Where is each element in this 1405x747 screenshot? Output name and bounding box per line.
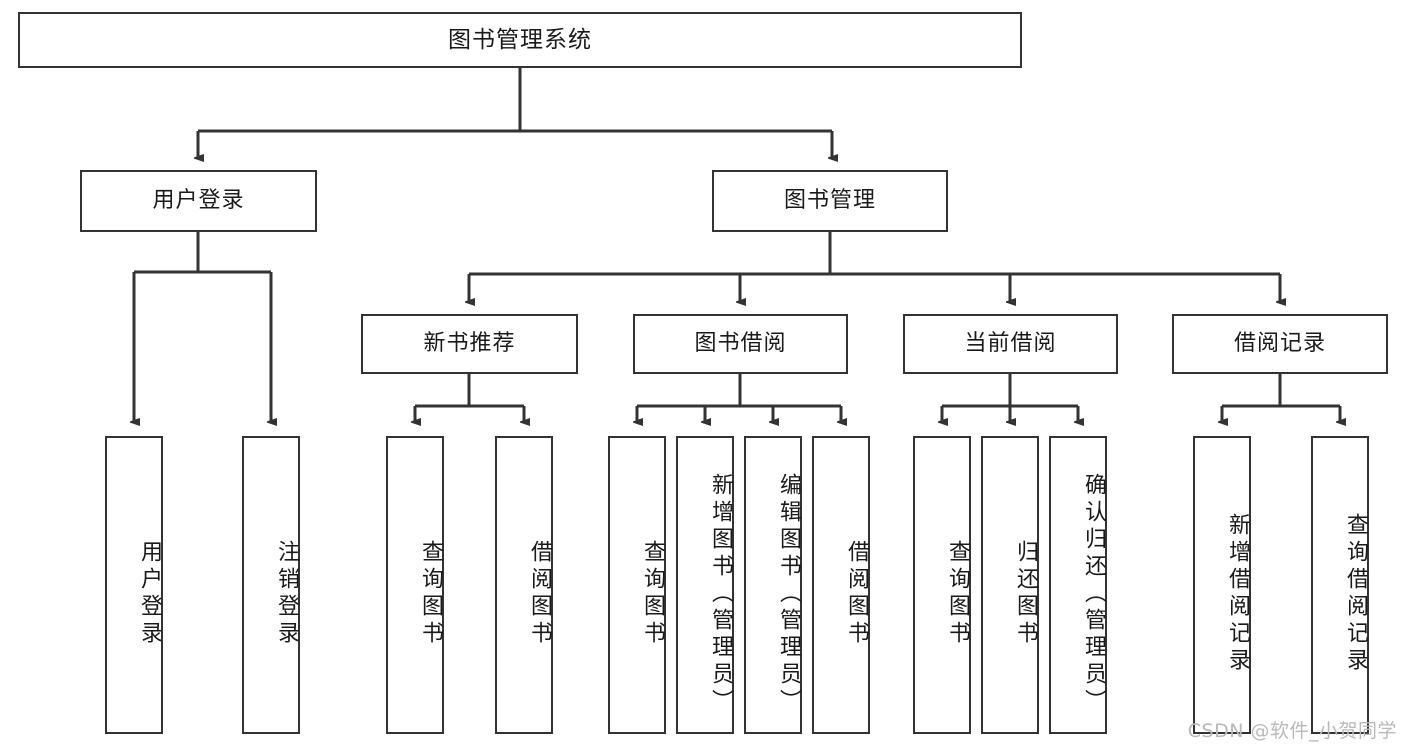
leaf-borrow-book-recommend[interactable]: 借阅图书 bbox=[495, 436, 553, 734]
leaf-query-book-borrow[interactable]: 查询图书 bbox=[608, 436, 666, 734]
node-label: 借阅图书 bbox=[527, 540, 552, 648]
leaf-edit-book-admin[interactable]: 编辑图书（管理员） bbox=[744, 436, 802, 734]
leaf-add-borrow-record[interactable]: 新增借阅记录 bbox=[1193, 436, 1251, 734]
leaf-query-book-current[interactable]: 查询图书 bbox=[913, 436, 971, 734]
leaf-user-login[interactable]: 用户登录 bbox=[105, 436, 163, 734]
node-label: 用户登录 bbox=[152, 188, 245, 213]
node-label: 确认归还（管理员） bbox=[1081, 472, 1106, 716]
node-label: 查询图书 bbox=[640, 540, 665, 648]
leaf-query-borrow-record[interactable]: 查询借阅记录 bbox=[1311, 436, 1369, 734]
node-label: 图书管理 bbox=[783, 188, 876, 213]
node-label: 新增借阅记录 bbox=[1225, 513, 1250, 675]
node-label: 新书推荐 bbox=[423, 331, 516, 356]
node-label: 借阅图书 bbox=[844, 540, 869, 648]
node-root-system[interactable]: 图书管理系统 bbox=[18, 12, 1022, 68]
node-label: 归还图书 bbox=[1013, 540, 1038, 648]
node-new-book-recommend[interactable]: 新书推荐 bbox=[361, 314, 578, 374]
leaf-borrow-book[interactable]: 借阅图书 bbox=[812, 436, 870, 734]
node-label: 图书借阅 bbox=[694, 331, 787, 356]
node-label: 编辑图书（管理员） bbox=[776, 472, 801, 716]
node-label: 图书管理系统 bbox=[448, 26, 592, 53]
node-book-management[interactable]: 图书管理 bbox=[712, 170, 948, 232]
watermark-text: CSDN @软件_小贺同学 bbox=[1187, 720, 1397, 742]
leaf-confirm-return-admin[interactable]: 确认归还（管理员） bbox=[1049, 436, 1107, 734]
node-label: 注销登录 bbox=[274, 540, 299, 648]
node-label: 新增图书（管理员） bbox=[708, 472, 733, 716]
leaf-logout[interactable]: 注销登录 bbox=[242, 436, 300, 734]
node-label: 查询图书 bbox=[945, 540, 970, 648]
node-label: 查询借阅记录 bbox=[1343, 513, 1368, 675]
node-user-login[interactable]: 用户登录 bbox=[80, 170, 317, 232]
node-label: 当前借阅 bbox=[964, 331, 1057, 356]
node-current-borrow[interactable]: 当前借阅 bbox=[903, 314, 1118, 374]
leaf-add-book-admin[interactable]: 新增图书（管理员） bbox=[676, 436, 734, 734]
leaf-query-book-recommend[interactable]: 查询图书 bbox=[386, 436, 444, 734]
node-label: 查询图书 bbox=[418, 540, 443, 648]
node-borrow-records[interactable]: 借阅记录 bbox=[1172, 314, 1388, 374]
leaf-return-book[interactable]: 归还图书 bbox=[981, 436, 1039, 734]
node-book-borrow[interactable]: 图书借阅 bbox=[633, 314, 848, 374]
node-label: 借阅记录 bbox=[1233, 331, 1326, 356]
node-label: 用户登录 bbox=[137, 540, 162, 648]
